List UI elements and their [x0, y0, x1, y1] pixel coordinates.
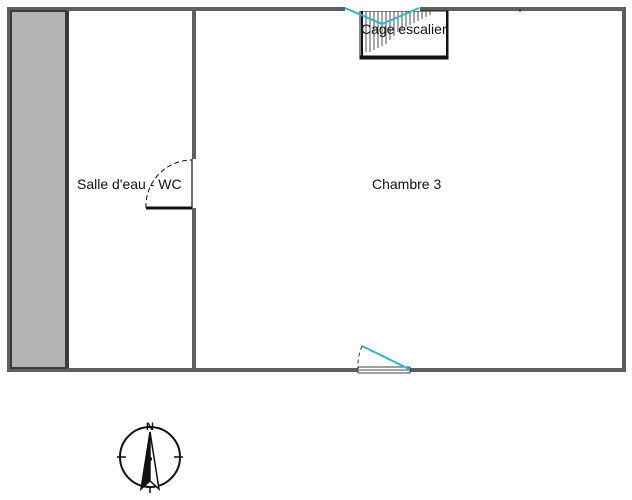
room-label-bathroom: Salle d'eau - WC: [77, 176, 182, 192]
partition-wall-upper: [192, 11, 196, 159]
room-label-staircase: Cage escalier: [361, 21, 447, 37]
room-label-bedroom: Chambre 3: [372, 176, 442, 192]
wall-south: [7, 368, 626, 372]
compass-north-label: N: [146, 421, 154, 433]
wall-north: [7, 7, 626, 11]
bedroom-door: [357, 345, 411, 374]
partition-wall-lower: [192, 208, 196, 368]
wall-west: [7, 7, 11, 372]
outer-walls: [7, 7, 626, 372]
west-wall-block: [10, 10, 67, 369]
top-window: [344, 7, 420, 25]
bathroom-door: [145, 159, 193, 210]
wall-east: [622, 7, 626, 372]
compass-rose-icon: N: [117, 421, 183, 493]
staircase: [359, 10, 449, 60]
